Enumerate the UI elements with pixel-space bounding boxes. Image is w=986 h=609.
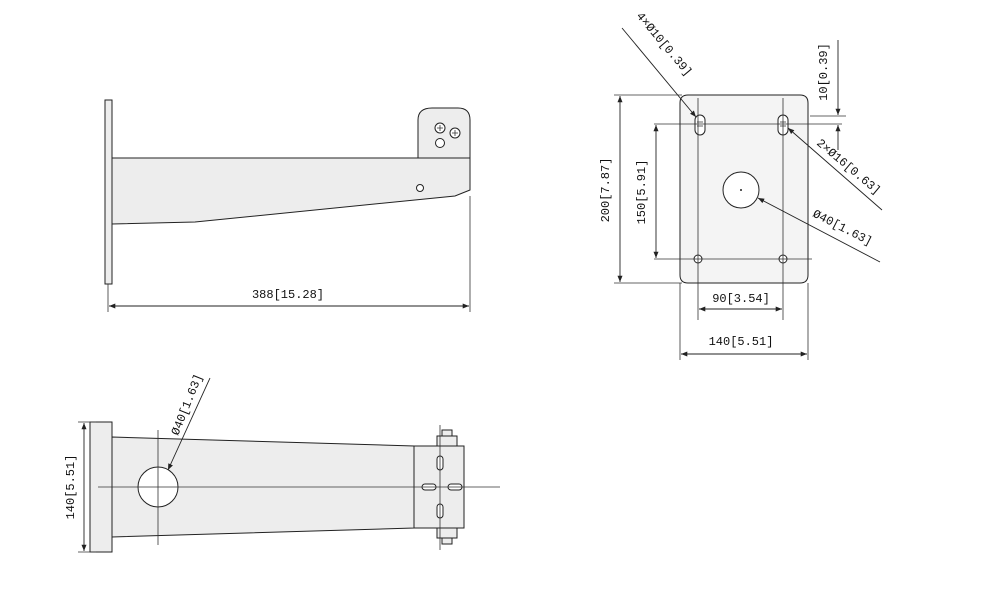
arm-screw-hole bbox=[416, 184, 424, 192]
center-hole-label: Ø40[1.63] bbox=[810, 207, 874, 249]
edge-offset-label: 10[0.39] bbox=[817, 43, 831, 101]
hole-small-label: 4×Ø10[0.39] bbox=[633, 10, 695, 80]
hole-spacing-h-label: 90[3.54] bbox=[712, 292, 770, 306]
top-view: 140[5.51] Ø40[1.63] bbox=[64, 372, 500, 553]
plate-width-label: 140[5.51] bbox=[709, 335, 774, 349]
length-label: 388[15.28] bbox=[252, 288, 324, 302]
top-hole-leader bbox=[167, 377, 211, 471]
bracket-arm bbox=[111, 157, 471, 225]
top-width-label: 140[5.51] bbox=[64, 455, 78, 520]
head-joint bbox=[417, 107, 471, 159]
joint-knob-3 bbox=[435, 138, 445, 148]
wall-plate bbox=[104, 99, 113, 285]
mount-plate-view: 200[7.87] 150[5.91] 90[3.54] 140[5.51] 1… bbox=[599, 10, 883, 360]
hole-spacing-v-label: 150[5.91] bbox=[635, 160, 649, 225]
plate-height-label: 200[7.87] bbox=[599, 158, 613, 223]
slot-left bbox=[694, 114, 706, 136]
center-hole-leader bbox=[757, 197, 881, 263]
slot-leader bbox=[787, 127, 883, 211]
hole-small-leader bbox=[621, 27, 697, 118]
side-view: 388[15.28] bbox=[104, 99, 471, 312]
slot-label: 2×Ø16[0.63] bbox=[813, 136, 883, 198]
